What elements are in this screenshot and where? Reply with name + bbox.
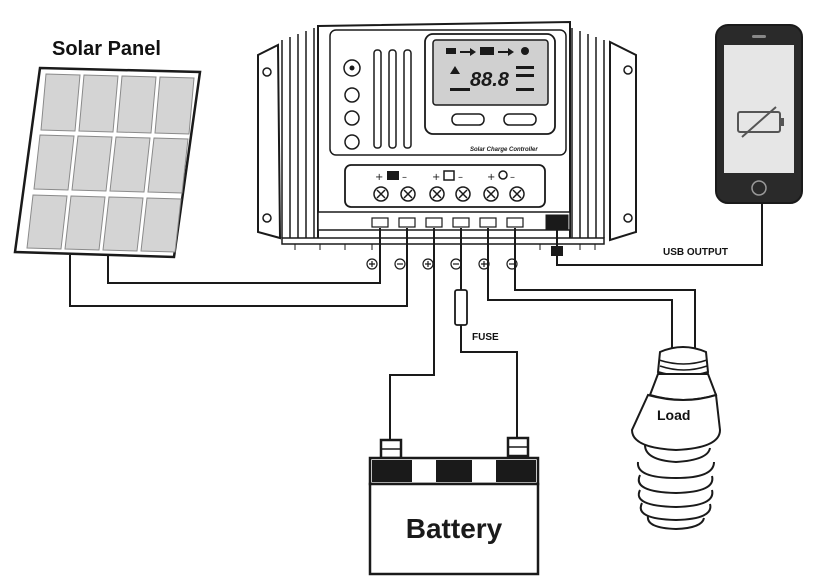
solar-panel-label: Solar Panel [52, 38, 161, 60]
lcd-right-button[interactable] [503, 113, 537, 126]
terminal-symbols: + – + – + – [375, 170, 515, 183]
controller-indicator-4 [344, 134, 360, 150]
polarity-symbols [366, 258, 518, 270]
controller-indicator-3 [344, 110, 360, 126]
right-mounting-ear [609, 40, 637, 242]
charge-controller: 88.8 Solar Charge Controller + – + – + – [257, 20, 637, 250]
usb-port [545, 214, 569, 230]
solar-panel: Solar Panel [13, 38, 202, 259]
solar-panel-cells [26, 73, 195, 253]
svg-text:–: – [510, 172, 515, 183]
battery: Battery [368, 436, 540, 576]
terminal-screws [373, 186, 525, 202]
terminal-blocks [371, 217, 524, 228]
load-label: Load [657, 407, 690, 423]
battery-icon [368, 482, 540, 576]
svg-text:–: – [458, 172, 463, 183]
fuse-label: FUSE [472, 332, 499, 343]
svg-text:–: – [402, 172, 407, 183]
left-heat-sink [281, 28, 315, 238]
svg-text:+: + [487, 172, 495, 183]
lcd-digits: 88.8 [470, 69, 510, 91]
svg-text:+: + [375, 172, 383, 183]
vent-slots [373, 49, 412, 149]
controller-indicator-2 [344, 87, 360, 103]
phone-screen [724, 45, 794, 173]
phone-home-button [751, 180, 767, 196]
right-heat-sink [571, 28, 605, 238]
usb-output-label: USB OUTPUT [663, 247, 728, 258]
battery-label: Battery [406, 513, 503, 544]
svg-text:+: + [432, 172, 440, 183]
lcd-icons [446, 47, 534, 91]
controller-caption: Solar Charge Controller [470, 147, 538, 153]
wire-entry-holes [294, 244, 596, 250]
load-bulb: Load [630, 346, 722, 531]
battery-empty-icon [737, 106, 784, 138]
lcd-left-button[interactable] [451, 113, 485, 126]
wiring [69, 203, 763, 446]
fuse: FUSE [454, 289, 499, 343]
left-mounting-ear [257, 43, 282, 240]
fuse-icon [454, 289, 468, 326]
phone [715, 24, 803, 204]
